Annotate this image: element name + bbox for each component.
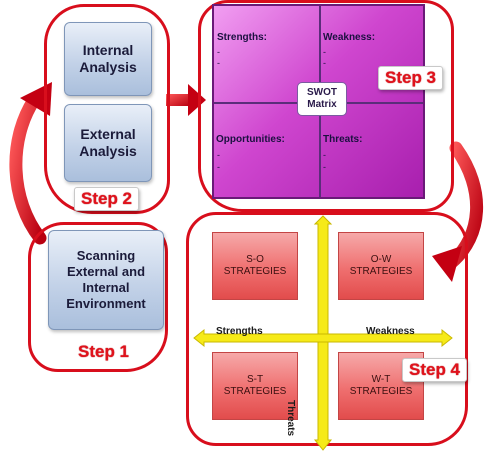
internal-analysis-text: Internal Analysis (79, 41, 137, 75)
axis-strengths-label: Strengths (216, 326, 263, 337)
axis-weakness-label: Weakness (366, 326, 415, 337)
step3-label: Step 3 (378, 66, 444, 90)
st-strategies-line2: STRATEGIES (223, 386, 287, 397)
st-strategies-line1: S-T (246, 374, 264, 385)
internal-analysis-box: Internal Analysis (64, 22, 152, 96)
so-strategies-line1: S-O (246, 254, 264, 265)
wt-strategies-line2: STRATEGIES (349, 386, 413, 397)
step2-outline (44, 4, 170, 214)
quadrant-threats-bullet: - (323, 162, 326, 172)
st-strategies-box: S-T STRATEGIES (212, 352, 298, 420)
quadrant-weakness-title: Weakness: (323, 32, 376, 43)
external-analysis-text: External Analysis (79, 125, 137, 159)
scanning-text: Scanning External and Internal Environme… (66, 248, 146, 311)
quadrant-opportunities-bullet: - (217, 162, 220, 172)
axis-threats-label: Threats (285, 400, 296, 437)
swot-matrix-center-label: SWOT Matrix (297, 82, 347, 116)
so-strategies-line2: STRATEGIES (223, 266, 287, 277)
ow-strategies-line2: STRATEGIES (349, 266, 413, 277)
vertical-arrow (313, 215, 333, 451)
quadrant-threats-bullet: - (323, 150, 326, 160)
quadrant-strengths-bullet: - (217, 58, 220, 68)
strategy-cross (193, 215, 453, 451)
quadrant-threats-title: Threats: (323, 134, 363, 145)
quadrant-weakness-bullet: - (323, 47, 326, 57)
quadrant-weakness-bullet: - (323, 58, 326, 68)
swot-center-line1: SWOT (307, 87, 337, 98)
horizontal-arrow (193, 328, 453, 348)
quadrant-opportunities-bullet: - (217, 150, 220, 160)
step2-label: Step 2 (74, 187, 140, 211)
step1-label: Step 1 (78, 342, 130, 361)
external-analysis-box: External Analysis (64, 104, 152, 182)
swot-center-line2: Matrix (307, 99, 337, 110)
ow-strategies-line1: O-W (370, 254, 392, 265)
quadrant-opportunities-title: Opportunities: (216, 134, 285, 145)
quadrant-strengths-title: Strengths: (217, 32, 267, 43)
step3-outline (198, 0, 454, 212)
scanning-box: Scanning External and Internal Environme… (48, 230, 164, 330)
ow-strategies-box: O-W STRATEGIES (338, 232, 424, 300)
quadrant-strengths-bullet: - (217, 47, 220, 57)
step1-outline (28, 222, 168, 372)
so-strategies-box: S-O STRATEGIES (212, 232, 298, 300)
wt-strategies-line1: W-T (371, 374, 391, 385)
step4-label: Step 4 (402, 358, 468, 382)
